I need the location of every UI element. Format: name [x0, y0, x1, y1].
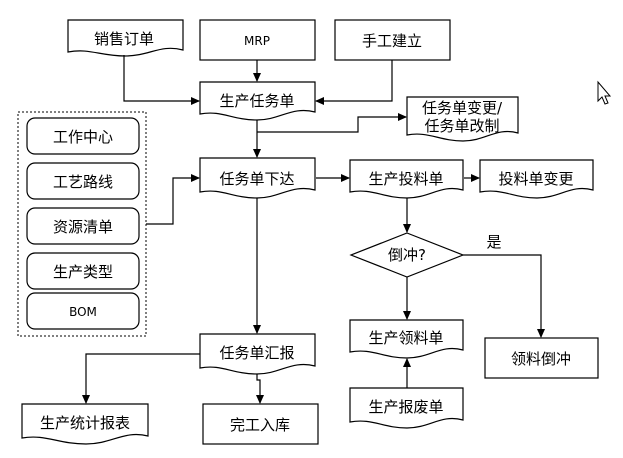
node-prod-pick-label: 生产领料单 [368, 329, 443, 347]
node-routing-label: 工艺路线 [53, 173, 113, 191]
node-task-release: 任务单下达 [199, 157, 316, 199]
node-task-change-label-2: 任务单改制 [424, 117, 499, 135]
node-feed-change-label: 投料单变更 [498, 170, 573, 188]
edge-report-to-stats [82, 353, 200, 404]
node-resource-list: 资源清单 [26, 207, 140, 245]
node-sales-order-label: 销售订单 [94, 30, 154, 48]
node-prod-pick: 生产领料单 [349, 319, 464, 359]
node-task-change: 任务单变更/ 任务单改制 [406, 96, 519, 142]
node-mrp: MRP [199, 19, 316, 61]
node-pick-backflush: 领料倒冲 [484, 337, 599, 379]
node-mrp-label: MRP [244, 34, 270, 48]
mouse-cursor-icon [597, 80, 612, 105]
node-task-report: 任务单汇报 [199, 333, 316, 375]
node-finish-store: 完工入库 [202, 403, 319, 445]
edge-manual-to-task [315, 60, 393, 105]
node-prod-stats: 生产统计报表 [21, 403, 149, 445]
edge-group-to-release [146, 174, 200, 225]
node-prod-task: 生产任务单 [199, 81, 316, 121]
node-bom: BOM [26, 292, 140, 330]
connectors [82, 55, 545, 404]
node-backflush-decision: 倒冲? [349, 232, 465, 278]
node-prod-scrap-label: 生产报废单 [368, 398, 443, 416]
node-bom-label: BOM [69, 305, 97, 319]
edge-sales-to-task [123, 55, 200, 105]
edge-decision-to-backflush [463, 254, 545, 338]
node-work-center: 工作中心 [26, 117, 140, 155]
yes-label: 是 [486, 233, 501, 251]
node-sales-order: 销售订单 [67, 19, 184, 57]
node-task-release-label: 任务单下达 [219, 170, 294, 188]
node-task-change-label-1: 任务单变更/ [422, 99, 503, 117]
node-routing: 工艺路线 [26, 162, 140, 200]
node-feed-change: 投料单变更 [479, 159, 594, 199]
node-task-report-label: 任务单汇报 [219, 344, 294, 362]
node-prod-type: 生产类型 [26, 252, 140, 290]
node-backflush-decision-label: 倒冲? [388, 246, 426, 264]
node-prod-stats-label: 生产统计报表 [40, 414, 130, 432]
edge-task-to-change [257, 113, 407, 133]
node-resource-list-label: 资源清单 [53, 218, 113, 236]
node-pick-backflush-label: 领料倒冲 [511, 350, 571, 368]
node-manual-create: 手工建立 [334, 19, 451, 61]
node-finish-store-label: 完工入库 [230, 416, 290, 434]
node-prod-task-label: 生产任务单 [219, 92, 294, 110]
node-manual-create-label: 手工建立 [362, 32, 422, 50]
node-work-center-label: 工作中心 [53, 128, 113, 146]
node-prod-scrap: 生产报废单 [349, 387, 464, 429]
node-prod-feed-label: 生产投料单 [368, 170, 443, 188]
node-prod-feed: 生产投料单 [349, 159, 464, 199]
edge-report-to-store [256, 374, 264, 404]
node-prod-type-label: 生产类型 [53, 263, 113, 281]
